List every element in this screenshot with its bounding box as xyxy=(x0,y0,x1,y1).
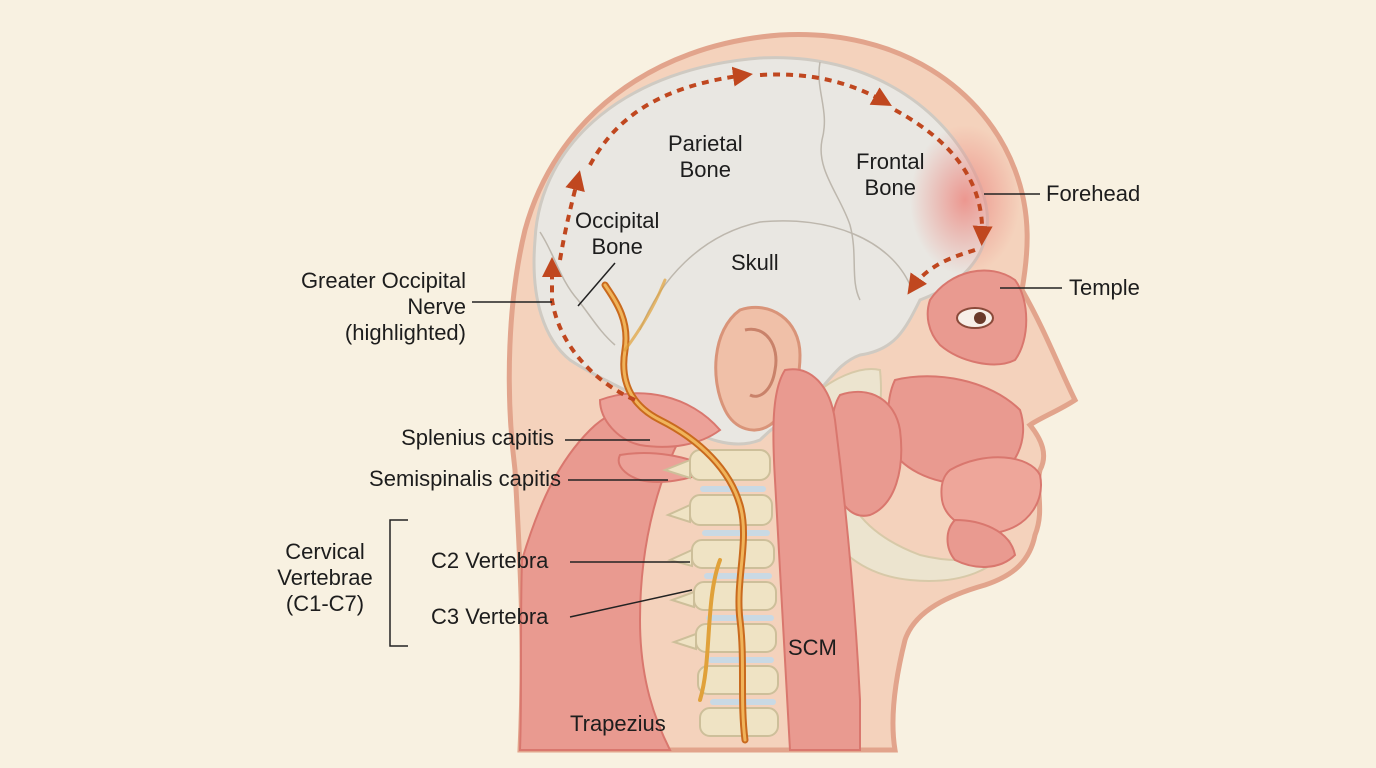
skull-label: Skull xyxy=(731,250,779,275)
c3-vertebra-label: C3 Vertebra xyxy=(431,604,549,629)
c3-leader xyxy=(569,589,693,618)
cervical-label-line1: Cervical xyxy=(285,539,365,564)
cervical-label-line3: (C1-C7) xyxy=(285,591,365,616)
frontal-bone-label-line2: Bone xyxy=(864,175,916,200)
dashed-arrow-icon xyxy=(894,108,993,246)
scm-muscle xyxy=(772,368,861,751)
occipital-bone-label-line2: Bone xyxy=(591,234,643,259)
frontal-bone-label-line1: Frontal xyxy=(856,149,925,174)
bracket-icon xyxy=(389,519,408,647)
frontal-bone-label: Frontal Bone xyxy=(856,149,924,201)
mouth-muscle xyxy=(940,456,1042,534)
nerve-label-line3: (highlighted) xyxy=(344,320,466,345)
coronal-suture xyxy=(818,61,861,301)
temple-label: Temple xyxy=(1069,275,1140,300)
forehead-muscle xyxy=(910,125,1020,275)
greater-occipital-nerve-label: Greater Occipital Nerve (highlighted) xyxy=(301,268,466,346)
parietal-bone-label-line1: Parietal xyxy=(668,131,743,156)
dashed-arrow-icon xyxy=(542,257,636,402)
dashed-arrow-icon xyxy=(558,170,585,261)
occipital-leader xyxy=(577,262,616,307)
trapezius-label: Trapezius xyxy=(570,711,666,736)
forehead-label: Forehead xyxy=(1046,181,1141,206)
parietal-bone-label-line2: Bone xyxy=(679,157,731,182)
chin-muscle xyxy=(946,518,1017,568)
leader-lines xyxy=(472,193,1062,618)
c2-vertebra-label: C2 Vertebra xyxy=(431,548,549,573)
ear-fold xyxy=(744,327,778,398)
scm-label: SCM xyxy=(788,635,837,660)
cervical-label-line2: Vertebrae xyxy=(277,565,373,590)
nerve-label-line1: Greater Occipital xyxy=(300,268,466,293)
nerve-label-line2: Nerve xyxy=(407,294,466,319)
nerve-branch-lower xyxy=(698,558,722,702)
squamous-suture xyxy=(639,220,911,331)
parietal-bone-label: Parietal Bone xyxy=(668,131,743,183)
splenius-capitis-label: Splenius capitis xyxy=(401,425,554,450)
occipital-bone-label-line1: Occipital xyxy=(575,208,660,233)
pupil-icon xyxy=(974,312,986,324)
dashed-arrow-icon xyxy=(588,66,753,166)
dashed-arrow-icon xyxy=(759,72,892,106)
occipital-bone-label: Occipital Bone xyxy=(575,208,659,260)
lambdoid-suture xyxy=(539,231,616,346)
dashed-arrow-icon xyxy=(907,248,976,295)
nerve-branch xyxy=(623,278,667,352)
semispinalis-capitis-label: Semispinalis capitis xyxy=(369,466,561,491)
cervical-vertebrae-label: Cervical Vertebrae (C1-C7) xyxy=(270,539,380,617)
